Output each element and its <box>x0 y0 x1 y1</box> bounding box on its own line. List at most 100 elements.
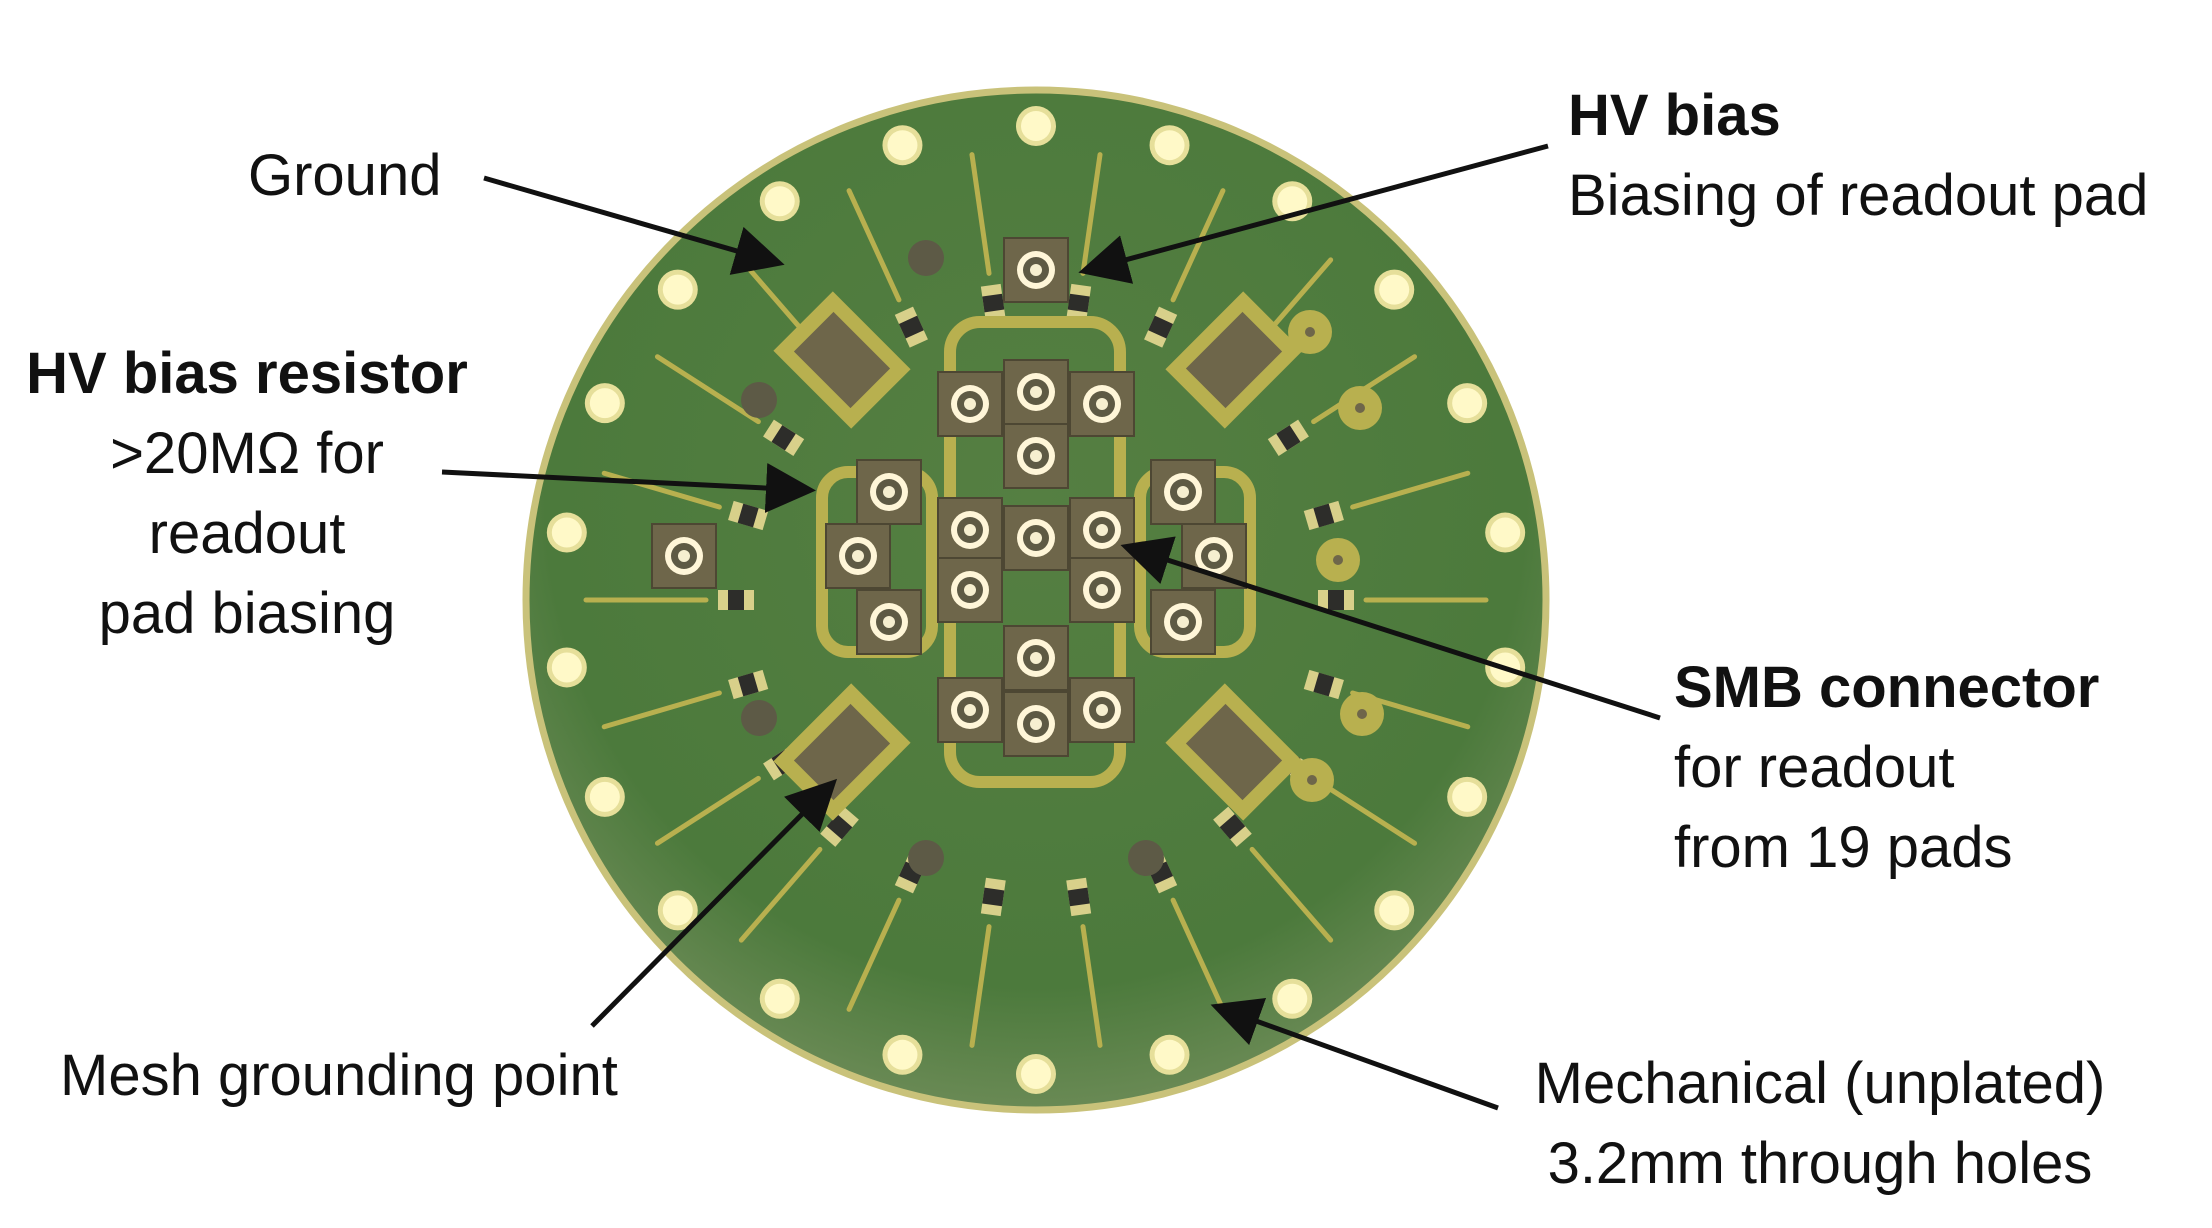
smb-connector <box>937 677 1003 743</box>
callout-hv-bias: HV bias Biasing of readout pad <box>1568 76 2148 236</box>
mechanical-hole <box>1016 106 1056 146</box>
radial-slot <box>601 690 722 730</box>
smb-title: SMB connector <box>1674 655 2100 720</box>
radial-slot <box>654 775 761 846</box>
arrow-mesh <box>590 778 838 1028</box>
mechanical-hole <box>1374 890 1415 931</box>
radial-slot <box>846 897 902 1012</box>
smb-connector <box>856 589 922 655</box>
smb-connector <box>1150 589 1216 655</box>
smd-resistor <box>728 500 769 531</box>
radial-slot <box>1080 924 1103 1048</box>
smb-desc-2: from 19 pads <box>1674 815 2013 881</box>
mechanical-hole <box>1447 776 1488 817</box>
mechanical-desc-2: 3.2mm through holes <box>1547 1131 2093 1197</box>
smd-resistor <box>1318 590 1354 610</box>
callout-arrows <box>441 143 1661 1111</box>
callout-smb: SMB connector for readout from 19 pads <box>1674 648 2099 888</box>
smb-connector <box>1181 523 1247 589</box>
mesh-grounding-spots <box>741 240 1164 876</box>
mechanical-hole <box>882 1034 923 1075</box>
radial-slot <box>1170 897 1226 1012</box>
arrow-smb <box>1120 536 1661 721</box>
radial-slot <box>969 924 992 1048</box>
mechanical-hole <box>546 512 587 553</box>
mechanical-hole <box>1374 269 1415 310</box>
callout-mechanical: Mechanical (unplated) 3.2mm through hole… <box>1500 1044 2140 1204</box>
radial-slot <box>654 354 761 425</box>
mechanical-desc-1: Mechanical (unplated) <box>1534 1051 2106 1116</box>
smb-connector <box>937 497 1003 563</box>
hv-resistor-desc-1: >20MΩ for <box>110 421 384 487</box>
smb-connector <box>825 523 891 589</box>
smb-connector <box>856 459 922 525</box>
smd-resistor <box>1066 283 1092 323</box>
smb-connector <box>651 523 717 589</box>
mechanical-hole <box>1447 383 1488 424</box>
arrow-ground <box>483 175 785 275</box>
radial-slot <box>846 188 902 303</box>
hv-resistor-desc-3: pad biasing <box>98 581 396 647</box>
smb-connector <box>1003 691 1069 757</box>
arrow-hv-resistor <box>441 463 816 513</box>
smb-desc-1: for readout <box>1674 735 1955 801</box>
smb-connector <box>1069 557 1135 623</box>
callout-ground: Ground <box>248 136 441 216</box>
smd-resistor <box>728 669 769 700</box>
smb-connectors <box>651 237 1247 757</box>
radial-slot <box>1350 470 1471 510</box>
smd-resistor <box>1066 877 1092 917</box>
mesh-pads <box>773 291 1303 821</box>
radial-slot <box>1170 188 1226 303</box>
smd-resistor <box>763 419 805 456</box>
smb-connector <box>1003 625 1069 691</box>
smd-resistor <box>1144 306 1178 348</box>
hv-bias-title: HV bias <box>1568 83 1781 148</box>
callout-hv-resistor: HV bias resistor >20MΩ for readout pad b… <box>8 334 486 654</box>
smb-connector <box>1150 459 1216 525</box>
mechanical-hole <box>546 647 587 688</box>
smd-resistor <box>980 283 1006 323</box>
smd-resistor <box>1303 500 1344 531</box>
mechanical-hole <box>759 181 800 222</box>
smd-resistor <box>1303 669 1344 700</box>
mechanical-hole <box>1485 512 1526 553</box>
mesh-label: Mesh grounding point <box>60 1043 618 1108</box>
smd-resistor <box>980 877 1006 917</box>
smd-resistor <box>894 306 928 348</box>
smb-connector <box>1069 677 1135 743</box>
radial-slot <box>1249 846 1334 943</box>
mechanical-hole <box>584 383 625 424</box>
smb-connector <box>937 371 1003 437</box>
smb-connector <box>1003 423 1069 489</box>
smb-connector <box>1069 497 1135 563</box>
smd-resistor <box>1267 419 1309 456</box>
arrow-mechanical <box>1210 998 1499 1111</box>
smd-resistor <box>718 590 754 610</box>
callout-mesh: Mesh grounding point <box>60 1036 618 1116</box>
hv-bias-desc: Biasing of readout pad <box>1568 163 2149 229</box>
ground-label: Ground <box>248 143 442 208</box>
arrow-hv-bias <box>1078 143 1549 284</box>
mechanical-hole <box>882 125 923 166</box>
mechanical-hole <box>1149 1034 1190 1075</box>
mechanical-hole <box>584 776 625 817</box>
smb-connector <box>1003 237 1069 303</box>
hv-resistor-title: HV bias resistor <box>26 341 468 406</box>
smb-connector <box>1069 371 1135 437</box>
smb-connector <box>937 557 1003 623</box>
smb-connector <box>1003 359 1069 425</box>
radial-slot <box>969 152 992 276</box>
mechanical-hole <box>1149 125 1190 166</box>
mechanical-hole <box>1016 1054 1056 1094</box>
mechanical-hole <box>759 978 800 1019</box>
hv-resistor-desc-2: readout <box>148 501 346 567</box>
test-pads <box>1288 310 1384 802</box>
radial-slot <box>738 846 823 943</box>
mechanical-hole <box>657 890 698 931</box>
mechanical-hole <box>1272 978 1313 1019</box>
smb-connector <box>1003 505 1069 571</box>
smd-resistor <box>1213 806 1252 847</box>
mechanical-hole <box>657 269 698 310</box>
